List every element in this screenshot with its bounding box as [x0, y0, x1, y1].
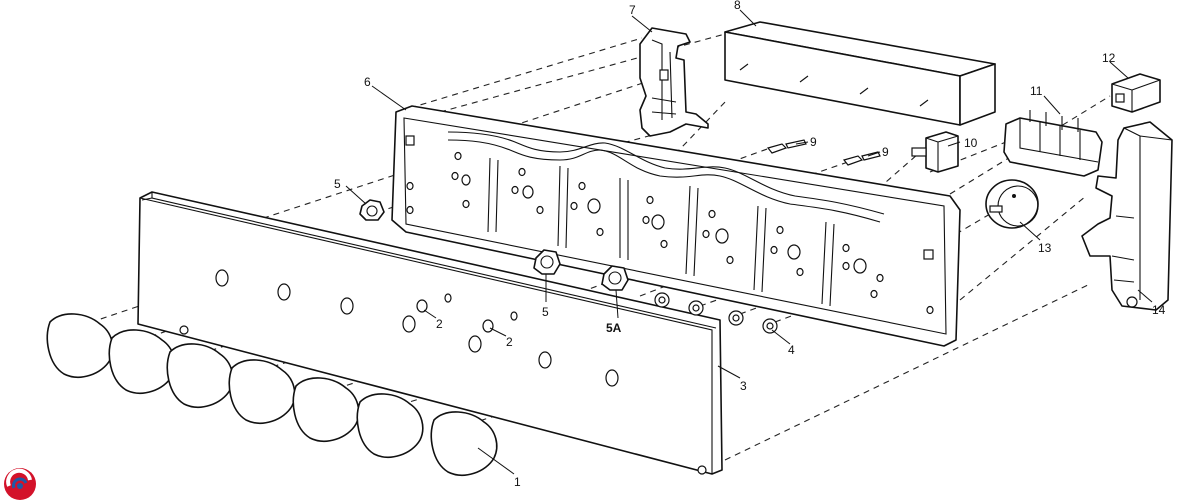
- label-6: 6: [364, 75, 371, 89]
- label-9-a: 9: [810, 135, 817, 149]
- label-14: 14: [1152, 303, 1166, 317]
- label-10: 10: [964, 136, 978, 150]
- leader-lines: [345, 9, 1153, 475]
- part-7-bracket: [639, 27, 709, 137]
- part-10-switch: [911, 131, 959, 173]
- label-5A: 5A: [606, 321, 622, 335]
- label-2-b: 2: [506, 335, 513, 349]
- part-2-lamp-b: [482, 311, 518, 333]
- part-11-rotary-switch: [1003, 110, 1103, 177]
- label-4: 4: [788, 343, 795, 357]
- label-2-a: 2: [436, 317, 443, 331]
- label-5-left: 5: [334, 177, 341, 191]
- label-5-center: 5: [542, 305, 549, 319]
- part-1-knobs: [46, 313, 498, 476]
- label-3: 3: [740, 379, 747, 393]
- label-13: 13: [1038, 241, 1052, 255]
- label-11: 11: [1030, 84, 1043, 98]
- label-8: 8: [734, 0, 741, 12]
- part-9-screw-b: [842, 151, 881, 166]
- part-13-motor: [985, 179, 1039, 229]
- brand-logo: [4, 468, 36, 500]
- part-9-screw-a: [766, 139, 807, 154]
- part-2-lamp-a: [416, 293, 452, 313]
- callout-labels: 7 8 12 11 10 9 9 6 5 13 14 3 4 2 2 5 5A …: [334, 0, 1166, 489]
- part-8-block: [724, 21, 996, 126]
- label-12: 12: [1102, 51, 1116, 65]
- part-5-nut-center: [533, 249, 561, 275]
- part-3-front-panel: [137, 191, 723, 475]
- part-12-connector: [1111, 73, 1161, 113]
- label-7: 7: [629, 3, 636, 17]
- part-4-screws: [654, 292, 778, 334]
- label-9-b: 9: [882, 145, 889, 159]
- part-6-frame: [391, 105, 961, 347]
- part-14-side-bracket: [1081, 121, 1173, 311]
- part-5A-nut: [601, 265, 629, 291]
- part-5-nut-left: [359, 199, 385, 221]
- label-1: 1: [514, 475, 521, 489]
